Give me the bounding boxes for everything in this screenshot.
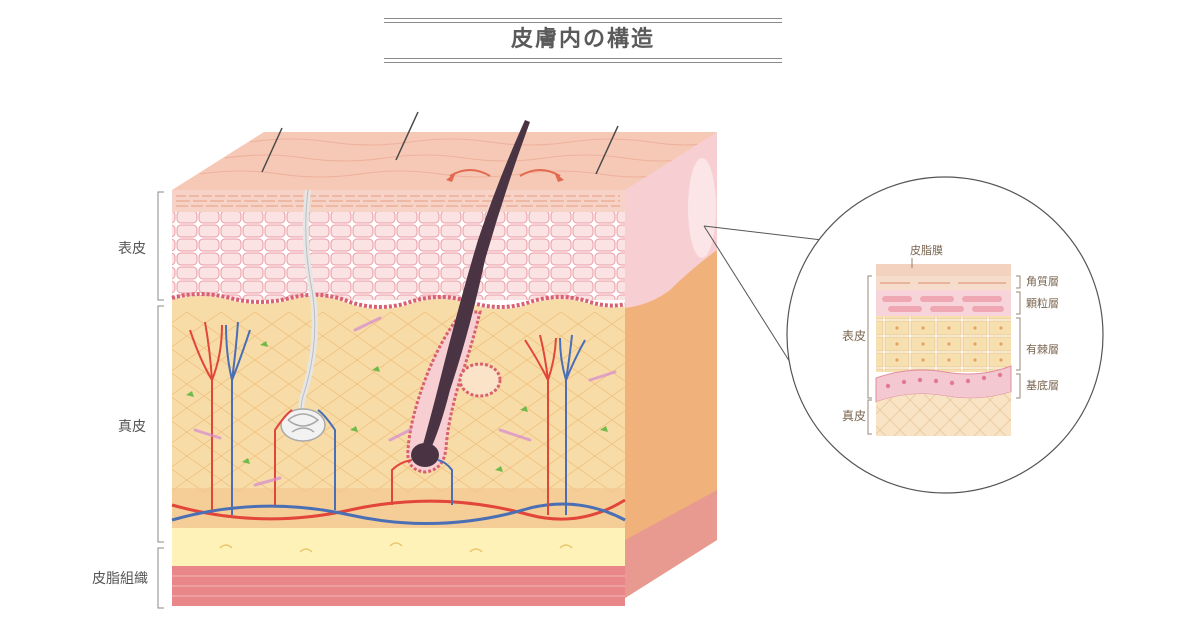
title-rule [384, 18, 782, 19]
surface-arrow-right-head [554, 172, 564, 182]
zoom-label-epidermis: 表皮 [842, 329, 867, 343]
collagen-fibers [193, 316, 617, 487]
sweat-gland [280, 408, 326, 442]
corneum-lines [176, 195, 620, 207]
sebaceous-gland [458, 362, 502, 398]
follicle-vessels [391, 459, 453, 505]
capillary-tree-left [189, 321, 251, 515]
zoom-granular [876, 290, 1011, 316]
callout-line-bottom [703, 225, 801, 379]
label-subcutis: 皮脂組織 [92, 571, 148, 587]
zoom-label-corneum: 角質層 [1026, 275, 1059, 288]
zoom-label-sebum-film: 皮脂膜 [910, 244, 943, 257]
zoom-spinous [876, 316, 1011, 372]
fat-marks [219, 542, 573, 553]
zoom-right-brackets [1016, 275, 1021, 399]
fibroblasts [186, 341, 608, 472]
skin-surface-texture [199, 138, 711, 178]
zoom-granular-cells [882, 296, 1004, 312]
skin-top-surface [172, 132, 717, 190]
skin-right-face-subcutis [625, 490, 717, 598]
main-layer-brackets [157, 191, 164, 609]
label-epidermis: 表皮 [118, 241, 146, 257]
callout-line-top [703, 225, 823, 241]
zoom-label-granular: 顆粒層 [1026, 297, 1059, 310]
page-title: 皮膚内の構造 [510, 27, 655, 52]
title-rule [384, 22, 782, 23]
zoom-label-basal: 基底層 [1026, 379, 1059, 392]
zoom-label-dermis: 真皮 [842, 409, 867, 423]
surface-arrow-left-head [446, 172, 456, 182]
muscle-lines [172, 575, 625, 597]
sweat-duct-outline [300, 189, 316, 416]
title-rule [384, 58, 782, 59]
title-rule [384, 62, 782, 63]
zoom-sebum-film [876, 264, 1011, 276]
zoom-dermis-mesh [876, 392, 1011, 436]
artery-horizontal [171, 498, 626, 521]
basal-layer-line [171, 292, 626, 309]
zoom-label-spinous: 有棘層 [1026, 343, 1059, 356]
zoom-left-brackets [867, 275, 872, 435]
hair-bulb [411, 443, 439, 467]
zoom-content [875, 264, 1012, 436]
capillary-tree-right [524, 334, 586, 515]
label-dermis: 真皮 [118, 419, 146, 435]
surface-hairs [261, 111, 619, 175]
hair-shaft [420, 120, 530, 455]
vein-horizontal [171, 502, 626, 526]
zoom-source-highlight [688, 158, 716, 258]
title-block: 皮膚内の構造 [384, 18, 782, 64]
epidermis-front [172, 212, 625, 300]
sweat-gland-vessels [274, 409, 336, 510]
zoom-basal-nuclei [885, 372, 1003, 389]
skin-right-face-epidermis [625, 132, 717, 308]
subcutis-fat-front [172, 528, 625, 566]
